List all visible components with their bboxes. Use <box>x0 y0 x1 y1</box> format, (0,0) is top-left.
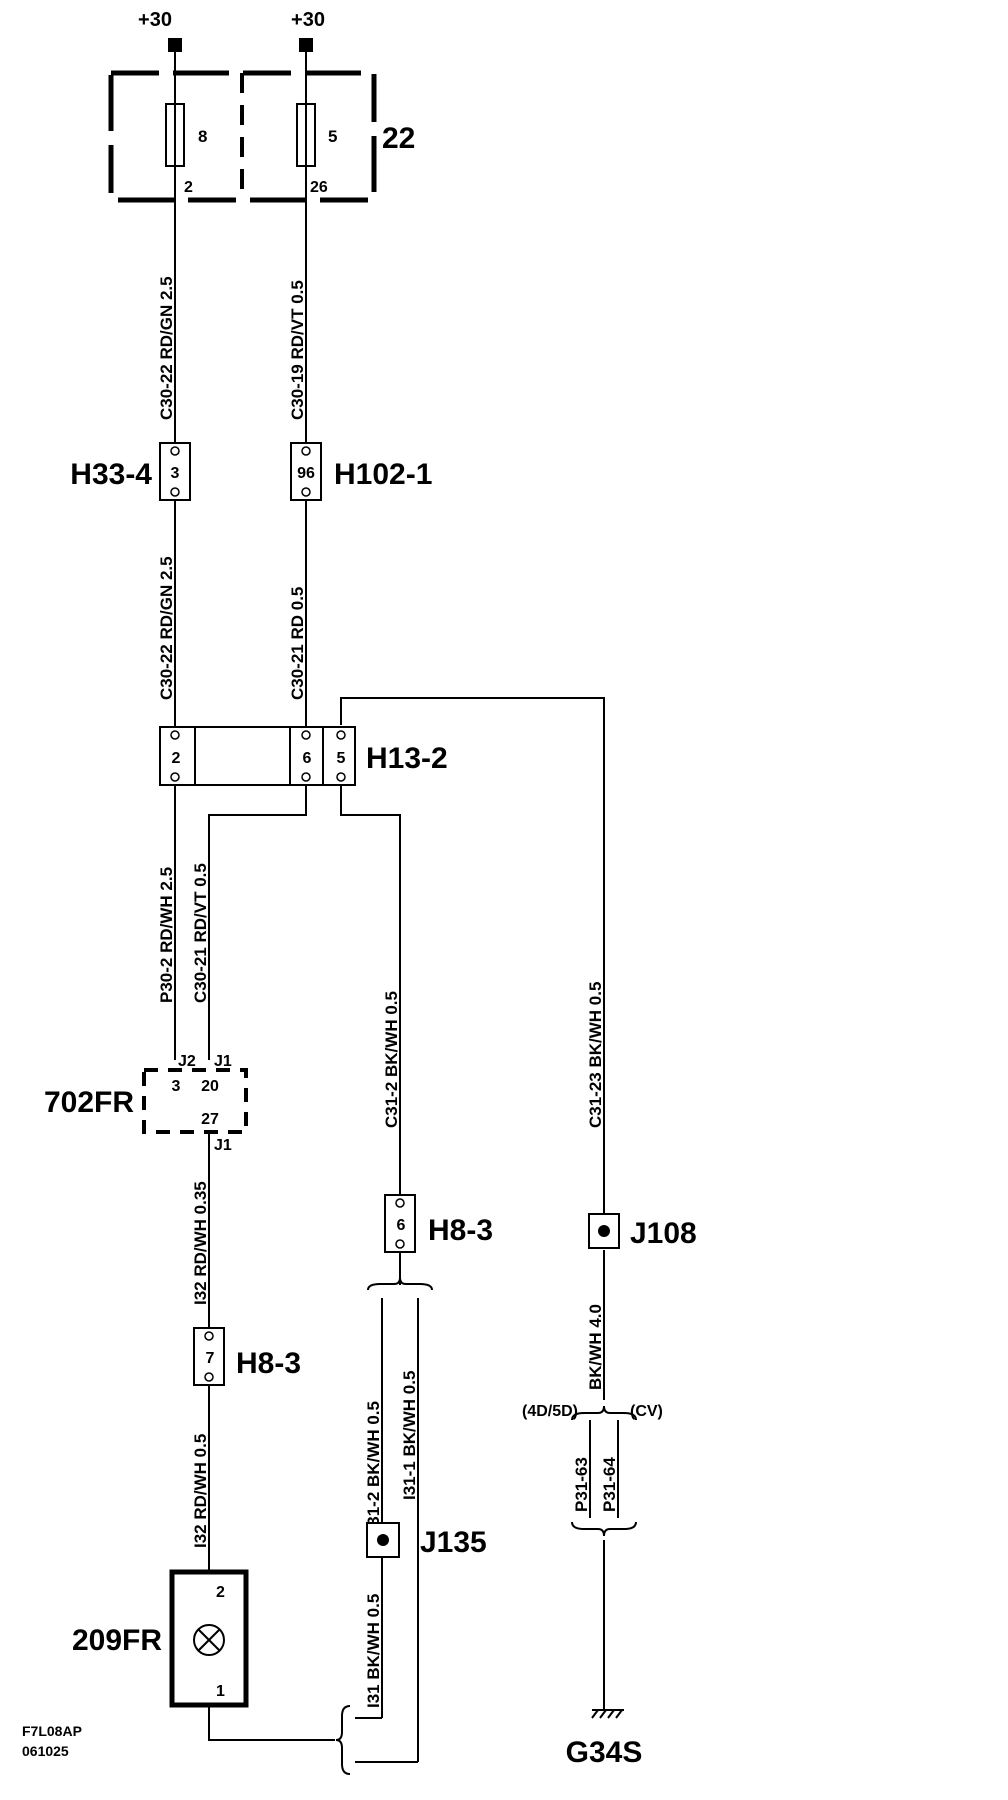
pin-icon <box>395 1198 405 1208</box>
pin-icon <box>170 730 180 740</box>
fuse-right-number: 5 <box>328 127 337 146</box>
module-pin: 3 <box>172 1078 181 1095</box>
wire-label: BK/WH 4.0 <box>586 1304 605 1390</box>
supply-terminal-right: +30 <box>291 9 325 52</box>
wire-lines <box>174 45 619 1763</box>
connector-id: H13-2 <box>366 742 448 775</box>
connector-pin: 7 <box>206 1350 215 1367</box>
splice-id: J108 <box>630 1217 697 1250</box>
pin-icon <box>301 487 311 497</box>
pin-icon <box>170 446 180 456</box>
footer-date: 061025 <box>22 1743 69 1759</box>
wire-label: P30-2 RD/WH 2.5 <box>157 867 176 1003</box>
connector-id: H8-3 <box>428 1214 493 1247</box>
fuse-box-id: 22 <box>382 122 415 155</box>
footer-code: F7L08AP <box>22 1723 82 1739</box>
module-pin: 20 <box>201 1078 219 1095</box>
wire-label: I31 BK/WH 0.5 <box>364 1594 383 1708</box>
pin-icon <box>204 1331 214 1341</box>
wire-label: I31-1 BK/WH 0.5 <box>400 1371 419 1500</box>
splice-dot-icon <box>377 1534 389 1546</box>
variant-label-left: (4D/5D) <box>522 1403 578 1420</box>
pin-icon <box>301 446 311 456</box>
fuse-right-pin: 26 <box>310 179 328 196</box>
fuse-right: 5 26 <box>296 103 337 196</box>
wire-labels: C30-22 RD/GN 2.5 C30-19 RD/VT 0.5 C30-22… <box>157 276 619 1708</box>
brace-j108-split <box>571 1405 637 1537</box>
ground-id: G34S <box>566 1736 643 1769</box>
module-id: 702FR <box>44 1086 134 1119</box>
variant-label-right: (CV) <box>630 1403 663 1420</box>
connector-pin: 3 <box>171 465 180 482</box>
wire-label: C30-22 RD/GN 2.5 <box>157 556 176 700</box>
connector-pin: 5 <box>337 750 346 767</box>
lamp-209fr: 2 1 209FR <box>72 1569 249 1708</box>
connector-id: H33-4 <box>70 458 152 491</box>
lamp-id: 209FR <box>72 1624 162 1657</box>
brace-lamp-return <box>335 1705 351 1775</box>
lamp-pin-top: 2 <box>216 1584 225 1601</box>
splice-j135: J135 <box>366 1522 487 1559</box>
connector-h33-4: 3 H33-4 <box>70 442 191 501</box>
module-conn-label: J1 <box>214 1137 232 1154</box>
footer: F7L08AP 061025 <box>22 1723 82 1759</box>
module-conn-label: J1 <box>214 1053 232 1070</box>
connector-pin: 6 <box>397 1217 406 1234</box>
pin-icon <box>301 772 311 782</box>
wire-label: C31-2 BK/WH 0.5 <box>364 1401 383 1538</box>
connector-id: H102-1 <box>334 458 432 491</box>
connector-id: H8-3 <box>236 1347 301 1380</box>
wire-label: C30-22 RD/GN 2.5 <box>157 276 176 420</box>
connector-pin: 2 <box>172 750 181 767</box>
pin-icon <box>170 487 180 497</box>
connector-pin: 96 <box>297 465 315 482</box>
supply-label-right: +30 <box>291 9 325 31</box>
module-702fr: J2 J1 3 20 27 J1 702FR <box>44 1053 248 1154</box>
connector-h13-2: 2 6 5 H13-2 <box>159 726 448 786</box>
splice-dot-icon <box>598 1225 610 1237</box>
connector-h102-1: 96 H102-1 <box>290 442 432 501</box>
splice-j108: J108 <box>588 1213 697 1250</box>
module-pin: 27 <box>201 1111 219 1128</box>
wire-label: P31-63 <box>572 1457 591 1512</box>
pin-icon <box>395 1239 405 1249</box>
connector-h8-3-left: 7 H8-3 <box>193 1327 301 1386</box>
fuse-left-pin: 2 <box>184 179 193 196</box>
wire-label: C30-19 RD/VT 0.5 <box>288 280 307 420</box>
pin-icon <box>301 730 311 740</box>
ground-g34s: G34S <box>566 1700 643 1769</box>
brace-h8-right <box>367 1277 433 1291</box>
lamp-pin-bottom: 1 <box>216 1683 225 1700</box>
fuse-left: 8 2 <box>165 103 207 196</box>
module-conn-label: J2 <box>178 1053 196 1070</box>
connector-pin: 6 <box>303 750 312 767</box>
wire-label: C31-23 BK/WH 0.5 <box>586 982 605 1128</box>
wire-label: P31-64 <box>600 1457 619 1512</box>
wire-label: C30-21 RD/VT 0.5 <box>191 863 210 1003</box>
fuse-box: 22 8 2 5 26 <box>108 70 415 203</box>
wire-label: C30-21 RD 0.5 <box>288 587 307 700</box>
pin-icon <box>170 772 180 782</box>
supply-label-left: +30 <box>138 9 172 31</box>
wire-label: I32 RD/WH 0.35 <box>191 1181 210 1305</box>
splice-id: J135 <box>420 1526 487 1559</box>
pin-icon <box>204 1372 214 1382</box>
connector-h8-3-right: 6 H8-3 <box>384 1194 493 1253</box>
wire-label: I32 RD/WH 0.5 <box>191 1434 210 1548</box>
fuse-left-number: 8 <box>198 127 207 146</box>
pin-icon <box>336 730 346 740</box>
wire-label: C31-2 BK/WH 0.5 <box>382 991 401 1128</box>
pin-icon <box>336 772 346 782</box>
